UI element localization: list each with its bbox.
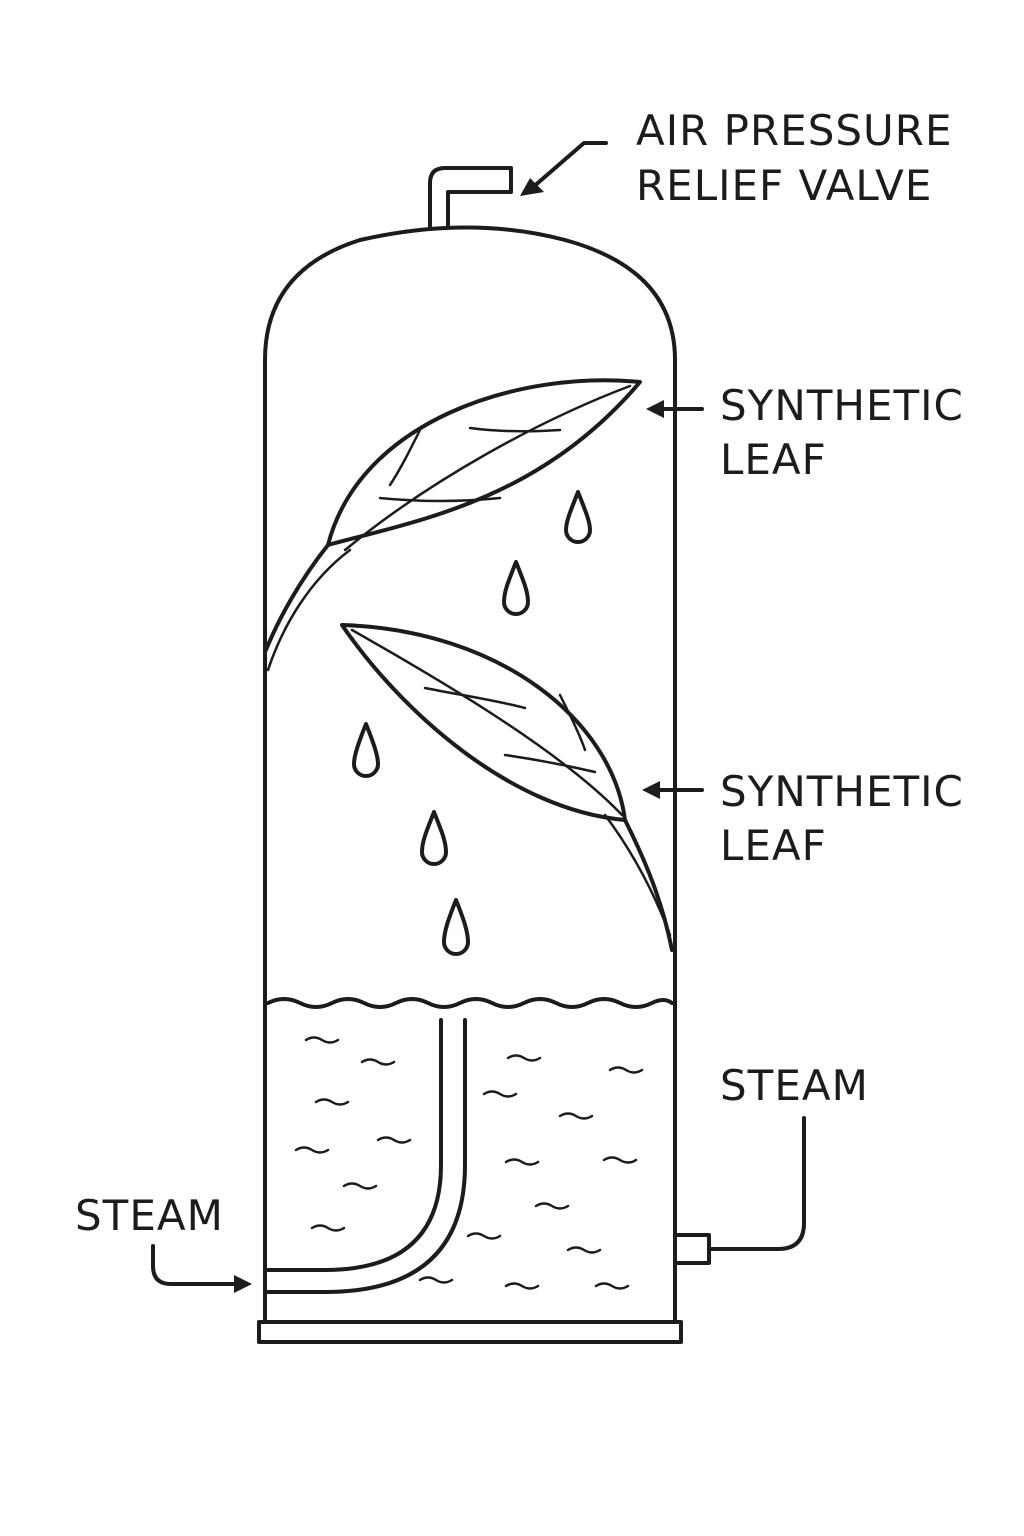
leaf-upper-midrib bbox=[343, 384, 632, 552]
ripple bbox=[360, 1058, 396, 1066]
ripple bbox=[482, 1090, 518, 1098]
leaf-lower-vein-1 bbox=[423, 686, 527, 710]
labels: AIR PRESSURE RELIEF VALVE SYNTHETIC LEAF… bbox=[75, 106, 964, 1240]
ripple bbox=[310, 1224, 346, 1232]
ripple bbox=[534, 1202, 570, 1210]
leaf-lower-stem-inner bbox=[603, 813, 672, 937]
steam-left-label: STEAM bbox=[75, 1191, 224, 1240]
leaf-lower-vein-2 bbox=[503, 753, 597, 774]
synthetic-leaf-upper bbox=[264, 378, 642, 672]
steam-pipe-inner bbox=[266, 1018, 443, 1272]
leaf-upper-blade bbox=[326, 378, 642, 547]
leaf-upper-stem-inner bbox=[266, 548, 352, 672]
leaf-lower-midrib bbox=[350, 628, 624, 817]
droplet bbox=[352, 722, 380, 778]
ripple bbox=[418, 1276, 454, 1284]
steam-left-arrowhead bbox=[234, 1275, 252, 1293]
leaf-lower-label-line2: LEAF bbox=[720, 821, 827, 870]
relief-valve-arrow-line bbox=[530, 141, 608, 190]
ripple bbox=[566, 1246, 602, 1254]
droplet bbox=[502, 560, 530, 616]
leaf-upper-vein-3 bbox=[388, 428, 422, 487]
ripple bbox=[294, 1146, 330, 1154]
tank-base bbox=[257, 1320, 683, 1344]
ripple bbox=[466, 1232, 502, 1240]
water-ripples bbox=[294, 1036, 644, 1290]
ripple bbox=[558, 1112, 594, 1120]
ripple bbox=[342, 1182, 378, 1190]
ripple bbox=[594, 1282, 630, 1290]
steam-outlet bbox=[673, 1116, 806, 1265]
water-droplets bbox=[352, 490, 592, 956]
ripple bbox=[608, 1066, 644, 1074]
steam-left-arrow-line bbox=[151, 1244, 238, 1286]
tank bbox=[257, 225, 683, 1344]
leaf-lower-arrowhead bbox=[642, 781, 660, 799]
ripple bbox=[376, 1136, 412, 1144]
leaf-lower-vein-3 bbox=[558, 693, 587, 752]
leaf-upper-label-line1: SYNTHETIC bbox=[720, 381, 964, 430]
relief-valve-label-line2: RELIEF VALVE bbox=[636, 161, 932, 210]
relief-valve-label-line1: AIR PRESSURE bbox=[636, 106, 952, 155]
leaf-upper-vein-2 bbox=[378, 496, 502, 503]
leaf-lower-label-line1: SYNTHETIC bbox=[720, 767, 964, 816]
synthetic-leaf-lower bbox=[340, 623, 674, 952]
leaf-upper-vein-1 bbox=[468, 426, 562, 433]
relief-valve-arrowhead bbox=[520, 178, 544, 196]
relief-valve-pipe bbox=[428, 166, 513, 230]
leaf-lower-blade bbox=[340, 623, 627, 822]
leader-arrows bbox=[151, 141, 704, 1293]
leaf-upper-label-line2: LEAF bbox=[720, 435, 827, 484]
steam-outlet-nozzle bbox=[673, 1233, 711, 1265]
water-surface bbox=[266, 997, 674, 1009]
steam-pipe-outer bbox=[266, 1018, 467, 1294]
droplet bbox=[420, 810, 448, 866]
steam-inlet-pipe bbox=[266, 1018, 467, 1294]
ripple bbox=[304, 1036, 340, 1044]
leaf-upper-arrowhead bbox=[646, 400, 664, 418]
leaf-upper-stem bbox=[264, 543, 330, 652]
ripple bbox=[602, 1156, 638, 1164]
tank-outline bbox=[263, 225, 677, 1322]
ripple bbox=[504, 1158, 540, 1166]
droplet bbox=[564, 490, 592, 544]
steam-outlet-line bbox=[707, 1116, 806, 1251]
steam-right-label: STEAM bbox=[720, 1061, 869, 1110]
ripple bbox=[314, 1098, 350, 1106]
droplet bbox=[442, 898, 470, 956]
ripple bbox=[504, 1282, 540, 1290]
relief-valve bbox=[428, 166, 513, 230]
ripple bbox=[506, 1054, 542, 1062]
